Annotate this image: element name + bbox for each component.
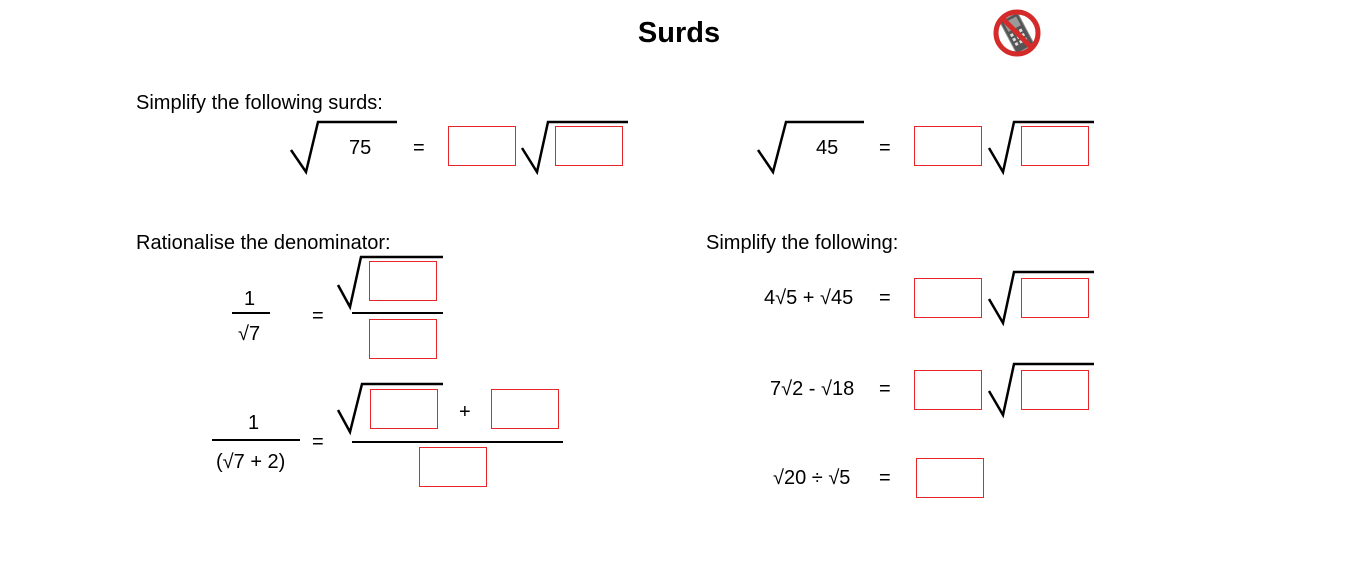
- answer-box-coefficient[interactable]: [914, 370, 982, 410]
- equals-sign: =: [879, 467, 891, 489]
- fraction-denominator: (√7 + 2): [216, 451, 286, 473]
- section-heading-simplify: Simplify the following:: [706, 232, 899, 254]
- answer-box-radicand[interactable]: [1021, 370, 1089, 410]
- answer-box-radicand[interactable]: [555, 126, 623, 166]
- answer-box-coefficient[interactable]: [448, 126, 516, 166]
- answer-box-denominator[interactable]: [369, 319, 437, 359]
- fraction-numerator: 1: [244, 288, 256, 310]
- answer-box-radicand[interactable]: [1021, 126, 1089, 166]
- radicand-45: 45: [816, 137, 839, 159]
- equals-sign: =: [413, 137, 425, 159]
- answer-box-denominator[interactable]: [419, 447, 487, 487]
- radical-sign-icon: [756, 120, 864, 175]
- answer-box-radicand[interactable]: [1021, 278, 1089, 318]
- fraction-numerator: 1: [248, 412, 260, 434]
- answer-box-numerator-radicand[interactable]: [370, 389, 438, 429]
- answer-box-coefficient[interactable]: [914, 278, 982, 318]
- plus-sign: +: [459, 401, 471, 423]
- equals-sign: =: [879, 378, 891, 400]
- section-heading-rationalise: Rationalise the denominator:: [136, 232, 391, 254]
- page-title: Surds: [637, 17, 721, 49]
- answer-box-numerator-radicand[interactable]: [369, 261, 437, 301]
- equals-sign: =: [879, 137, 891, 159]
- no-calculator-icon: [991, 7, 1043, 59]
- equals-sign: =: [312, 431, 324, 453]
- section-heading-simplify-surds: Simplify the following surds:: [136, 92, 383, 114]
- expression: 4√5 + √45: [764, 287, 854, 309]
- fraction-denominator: √7: [238, 323, 261, 345]
- expression: 7√2 - √18: [770, 378, 855, 400]
- equals-sign: =: [879, 287, 891, 309]
- answer-box[interactable]: [916, 458, 984, 498]
- equals-sign: =: [312, 305, 324, 327]
- radicand-75: 75: [349, 137, 372, 159]
- expression: √20 ÷ √5: [773, 467, 851, 489]
- answer-box-coefficient[interactable]: [914, 126, 982, 166]
- answer-box-numerator-term[interactable]: [491, 389, 559, 429]
- radical-sign-icon: [289, 120, 397, 176]
